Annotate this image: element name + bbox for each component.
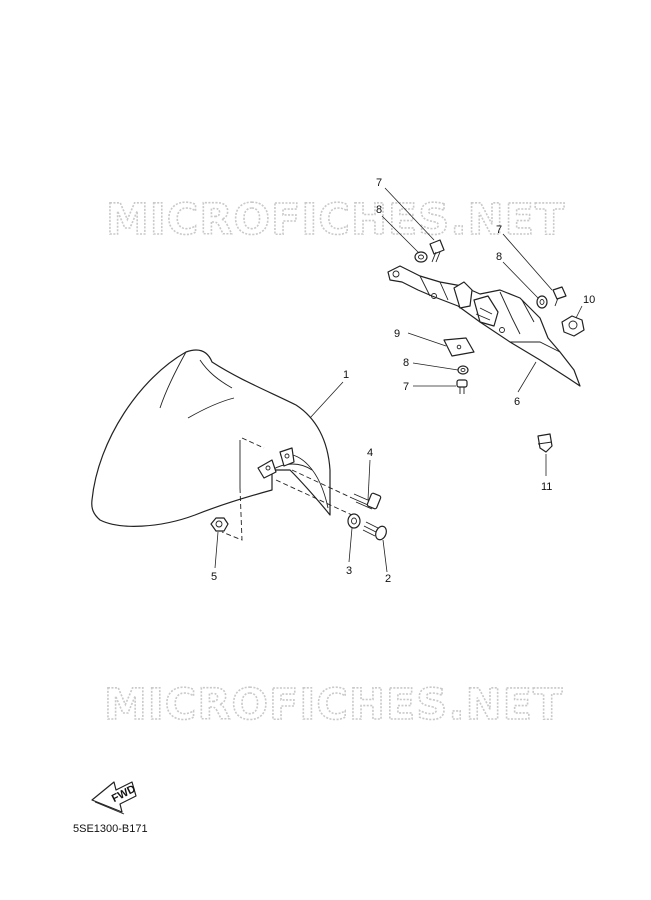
callout-8-lower: 8 <box>403 357 409 369</box>
callout-2: 2 <box>385 573 391 585</box>
nut-icon[interactable] <box>210 517 229 532</box>
watermark-top: MICROFICHES.NET <box>106 195 565 245</box>
fwd-arrow-icon: FWD <box>91 781 138 815</box>
callout-4: 4 <box>367 447 373 459</box>
plate-icon[interactable] <box>443 337 475 357</box>
callout-10: 10 <box>583 294 595 306</box>
callout-7-lower: 7 <box>403 381 409 393</box>
screw-icon[interactable] <box>362 521 388 541</box>
washer-icon[interactable] <box>414 251 428 263</box>
washer-icon[interactable] <box>536 295 548 309</box>
callout-7-top: 7 <box>376 177 382 189</box>
bolt-icon[interactable] <box>456 379 468 394</box>
callout-7-right: 7 <box>496 224 502 236</box>
watermark-bottom: MICROFICHES.NET <box>104 680 563 730</box>
washer-icon[interactable] <box>347 513 361 529</box>
bolt-icon[interactable] <box>552 286 567 307</box>
reference-code: 5SE1300-B171 <box>73 823 148 835</box>
callout-6: 6 <box>514 396 520 408</box>
callout-3: 3 <box>346 565 352 577</box>
callout-9: 9 <box>394 328 400 340</box>
cover-bracket[interactable] <box>387 265 581 387</box>
callout-5: 5 <box>211 571 217 583</box>
front-fender[interactable] <box>91 349 353 541</box>
bolt-icon[interactable] <box>429 239 445 263</box>
clip-icon[interactable] <box>537 433 553 453</box>
callout-8-top: 8 <box>376 204 382 216</box>
washer-icon[interactable] <box>457 365 469 375</box>
callout-1: 1 <box>343 369 349 381</box>
bolt-icon[interactable] <box>351 492 382 510</box>
callout-8-right: 8 <box>496 251 502 263</box>
callout-11: 11 <box>541 481 552 493</box>
grommet-icon[interactable] <box>561 315 585 337</box>
